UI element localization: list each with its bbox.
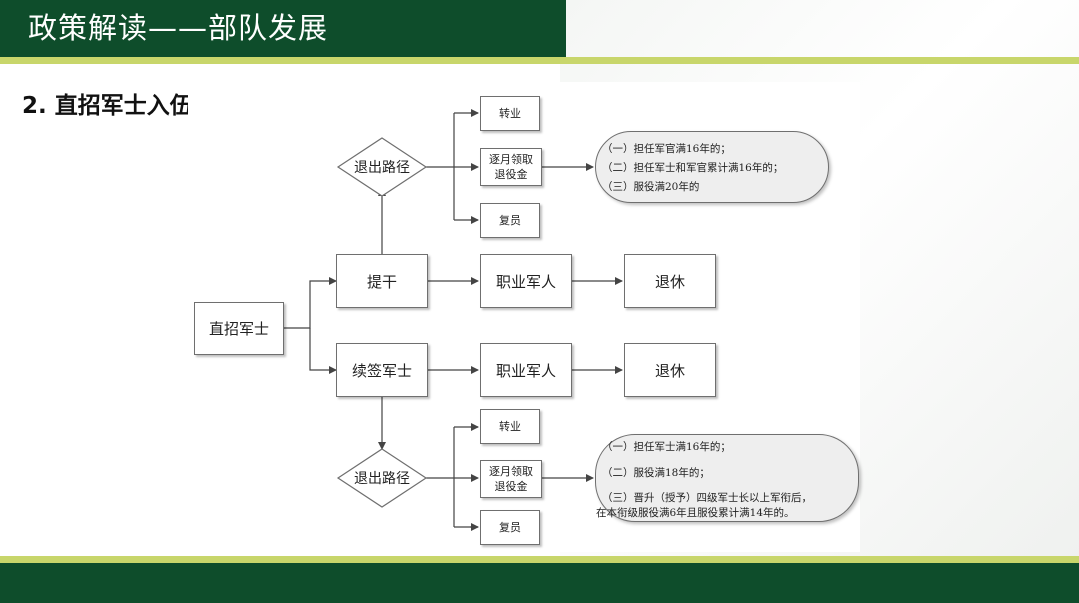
note-lower-line-4: 在本衔级服役满6年且服役累计满14年的。	[596, 507, 795, 519]
page-title: 政策解读——部队发展	[28, 11, 329, 45]
flowchart-connectors	[284, 109, 623, 531]
exit-path-label-upper: 退出路径	[354, 160, 410, 176]
node-lower-pension: 逐月领取退役金	[480, 460, 542, 498]
section-heading: 2. 直招军士入伍	[22, 93, 193, 119]
node-promotion: 提干	[336, 254, 428, 308]
node-lower-transfer: 转业	[480, 409, 540, 444]
note-lower-line-1: （一）担任军士满16年的；	[602, 441, 731, 453]
node-upper-retire: 退休	[624, 254, 716, 308]
node-upper-demob: 复员	[480, 203, 540, 238]
decision-diamond-lower	[336, 448, 428, 508]
decision-diamond-upper	[336, 137, 428, 197]
node-upper-career: 职业军人	[480, 254, 572, 308]
node-direct-recruit: 直招军士	[194, 302, 284, 355]
footer-bar	[0, 563, 1079, 603]
note-upper-line-1: （一）担任军官满16年的；	[602, 143, 731, 155]
node-lower-retire: 退休	[624, 343, 716, 397]
flowchart: 退出路径 退出路径 直招军士 提干 续签军士 职业军人 退休 职业军人 退休 转…	[188, 82, 860, 552]
note-upper-line-2: （二）担任军士和军官累计满16年的；	[602, 162, 784, 174]
node-lower-career: 职业军人	[480, 343, 572, 397]
note-lower-line-3: （三）晋升（授予）四级军士长以上军衔后，	[602, 492, 812, 504]
note-upper-conditions: （一）担任军官满16年的； （二）担任军士和军官累计满16年的； （三）服役满2…	[595, 131, 829, 203]
connector-root-lower	[309, 328, 337, 374]
connector-root-upper	[284, 277, 337, 329]
title-bar: 政策解读——部队发展	[0, 0, 566, 57]
footer-accent-line	[0, 556, 1079, 563]
note-lower-line-2: （二）服役满18年的；	[602, 467, 710, 479]
node-renewal: 续签军士	[336, 343, 428, 397]
node-lower-demob: 复员	[480, 510, 540, 545]
header-accent-line	[0, 57, 1079, 64]
node-upper-pension: 逐月领取退役金	[480, 148, 542, 186]
exit-path-label-lower: 退出路径	[354, 471, 410, 487]
node-upper-transfer: 转业	[480, 96, 540, 131]
note-lower-conditions: （一）担任军士满16年的； （二）服役满18年的； （三）晋升（授予）四级军士长…	[595, 434, 859, 522]
note-upper-line-3: （三）服役满20年的	[602, 181, 700, 193]
connector-lower-fan	[426, 426, 478, 528]
